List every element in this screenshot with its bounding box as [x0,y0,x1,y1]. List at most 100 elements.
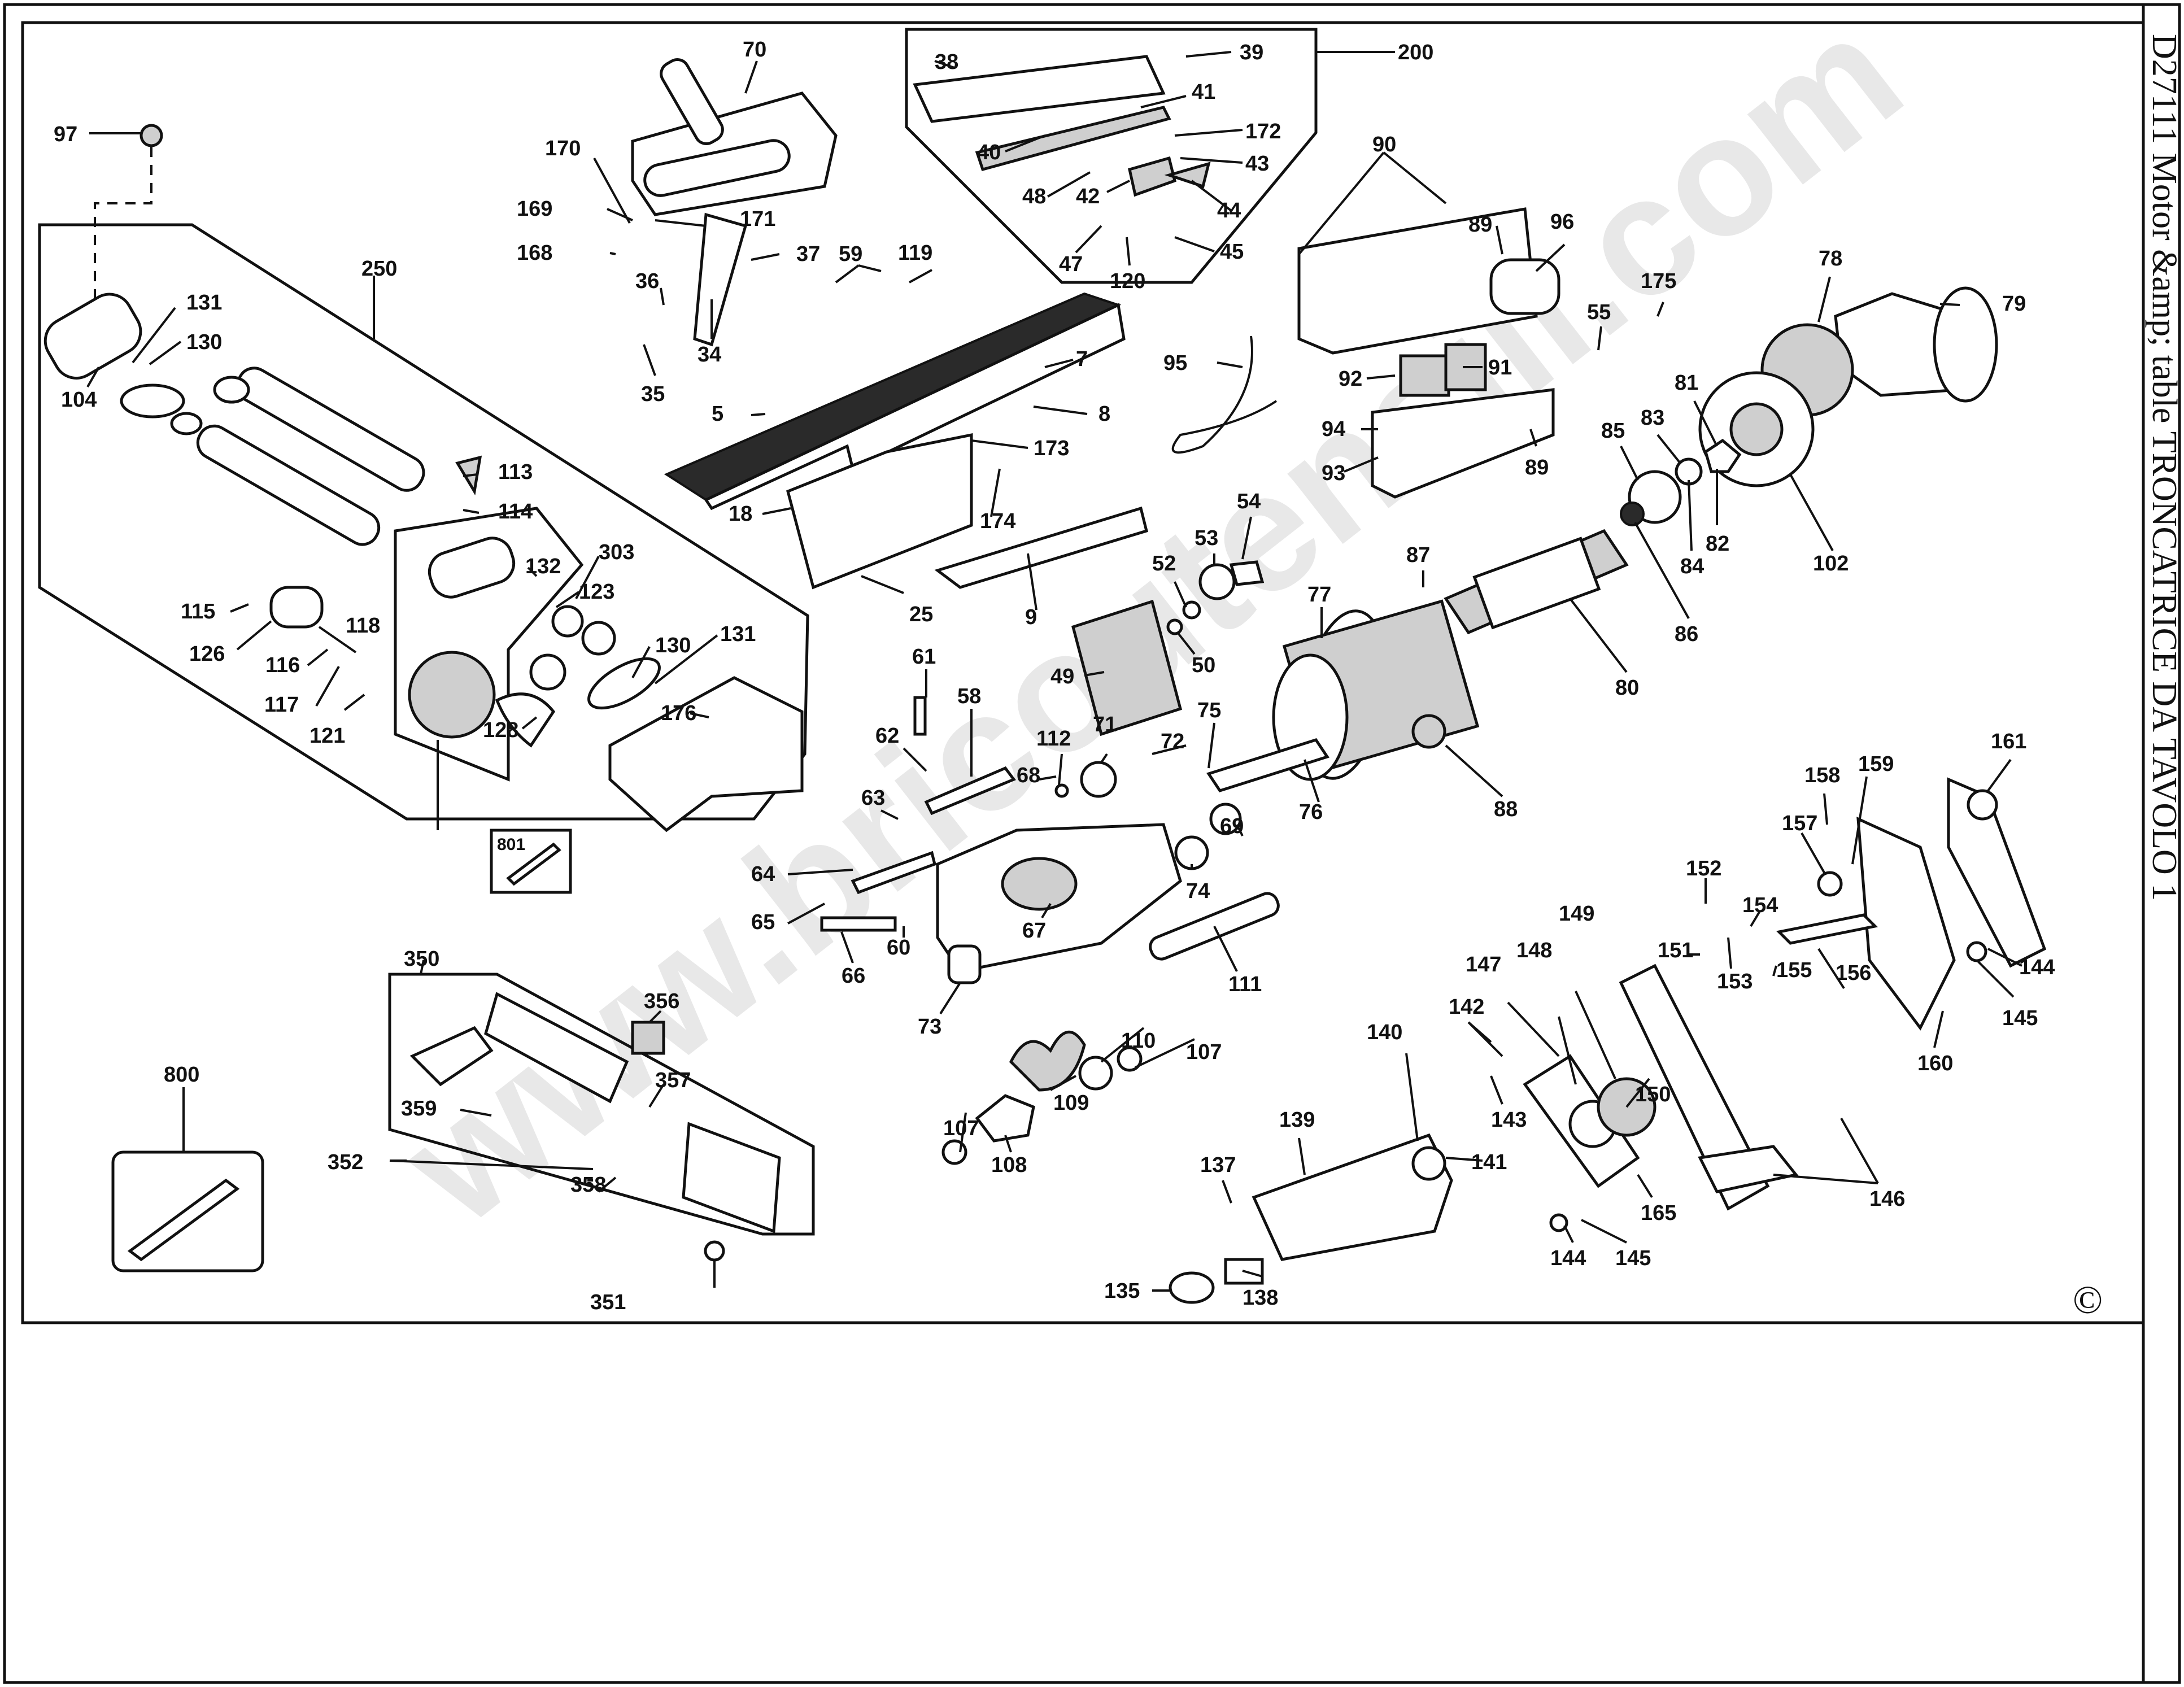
part-label-158: 158 [1804,764,1840,787]
part-label-66: 66 [842,964,865,988]
copyright-symbol: © [2073,1279,2103,1322]
part-label-800: 800 [164,1063,199,1087]
part-label-111: 111 [1228,973,1262,996]
part-label-38: 38 [935,50,958,74]
part-label-60: 60 [887,936,910,960]
part-label-359: 359 [401,1097,437,1121]
part-label-154: 154 [1742,893,1778,917]
part-label-121: 121 [309,724,345,748]
part-label-39: 39 [1240,41,1263,64]
part-label-149: 149 [1559,902,1594,926]
part-label-95: 95 [1163,351,1187,375]
part-label-8: 8 [1098,402,1110,426]
part-label-63: 63 [861,786,885,810]
part-label-303: 303 [599,540,634,564]
part-label-7: 7 [1076,347,1088,371]
part-label-153: 153 [1717,970,1753,993]
part-label-115: 115 [181,600,215,624]
leader-lines [86,51,2022,1292]
part-label-67: 67 [1022,919,1046,943]
part-label-5: 5 [712,402,723,426]
part-label-84: 84 [1680,555,1704,578]
part-label-61: 61 [912,645,936,669]
part-label-356: 356 [644,989,679,1013]
part-label-145a: 145 [2002,1006,2038,1030]
part-label-148: 148 [1516,939,1552,962]
part-label-9: 9 [1025,605,1037,629]
part-label-350: 350 [404,947,439,971]
part-label-151: 151 [1658,939,1693,962]
part-label-176: 176 [661,701,696,725]
diagram-frame [21,21,2145,1324]
part-label-49: 49 [1050,665,1074,688]
part-label-35: 35 [641,382,665,406]
part-label-123: 123 [579,580,614,604]
part-label-145b: 145 [1615,1246,1651,1270]
part-label-94: 94 [1322,417,1345,441]
part-label-169: 169 [517,197,552,221]
part-label-107a: 107 [1186,1040,1222,1064]
part-label-54: 54 [1237,490,1261,513]
part-label-62: 62 [875,724,899,748]
part-label-109: 109 [1053,1091,1089,1115]
part-label-25: 25 [909,603,933,626]
part-label-119: 119 [898,241,932,265]
part-label-144b: 144 [1550,1246,1586,1270]
part-label-59: 59 [839,242,862,266]
part-label-108: 108 [991,1153,1027,1177]
outer-frame [3,3,2181,1684]
part-label-147: 147 [1466,953,1501,977]
part-label-104: 104 [61,388,97,412]
part-label-200: 200 [1398,41,1433,64]
part-label-90: 90 [1372,133,1396,156]
part-label-159: 159 [1858,752,1894,776]
part-label-128: 128 [483,718,518,742]
part-label-71: 71 [1093,713,1117,736]
part-label-357: 357 [655,1069,691,1092]
part-label-44: 44 [1217,199,1241,223]
part-label-43: 43 [1245,152,1269,176]
part-label-175: 175 [1641,269,1676,293]
part-label-150: 150 [1635,1083,1671,1106]
part-label-132: 132 [525,555,561,578]
group-350-outline [388,973,815,1236]
part-label-55: 55 [1587,300,1611,324]
part-label-171: 171 [740,207,775,231]
part-number-labels: 97 250 131 130 104 113 114 132 303 123 1… [54,38,2055,1314]
part-label-41: 41 [1192,80,1215,104]
part-label-52: 52 [1152,552,1176,576]
part-label-116: 116 [265,653,300,677]
part-label-172: 172 [1245,120,1281,143]
part-label-88: 88 [1494,797,1518,821]
part-label-89: 89 [1468,213,1492,237]
part-label-45: 45 [1220,240,1244,264]
part-label-36: 36 [635,269,659,293]
part-label-131: 131 [186,291,222,315]
part-label-358: 358 [570,1173,606,1197]
part-label-131b: 131 [720,622,756,646]
part-label-78: 78 [1819,247,1842,271]
part-label-130b: 130 [655,634,691,657]
part-label-250: 250 [361,257,397,281]
part-label-155: 155 [1776,958,1812,982]
part-label-77: 77 [1307,583,1331,607]
part-label-144a: 144 [2019,956,2055,979]
part-label-161: 161 [1991,730,2026,753]
part-label-801: 801 [497,835,525,854]
part-label-152: 152 [1686,857,1721,880]
part-label-91: 91 [1488,356,1512,380]
part-label-157: 157 [1782,812,1817,835]
part-label-165: 165 [1641,1201,1676,1225]
part-label-135: 135 [1104,1279,1140,1303]
part-label-47: 47 [1059,252,1083,276]
part-label-40: 40 [977,141,1001,164]
part-label-146: 146 [1869,1187,1905,1211]
part-label-64: 64 [751,862,775,886]
part-label-74: 74 [1186,879,1210,903]
part-label-174: 174 [980,509,1015,533]
part-label-79: 79 [2002,292,2026,316]
part-label-168: 168 [517,241,552,265]
part-label-65: 65 [751,910,775,934]
part-label-68: 68 [1017,764,1040,787]
